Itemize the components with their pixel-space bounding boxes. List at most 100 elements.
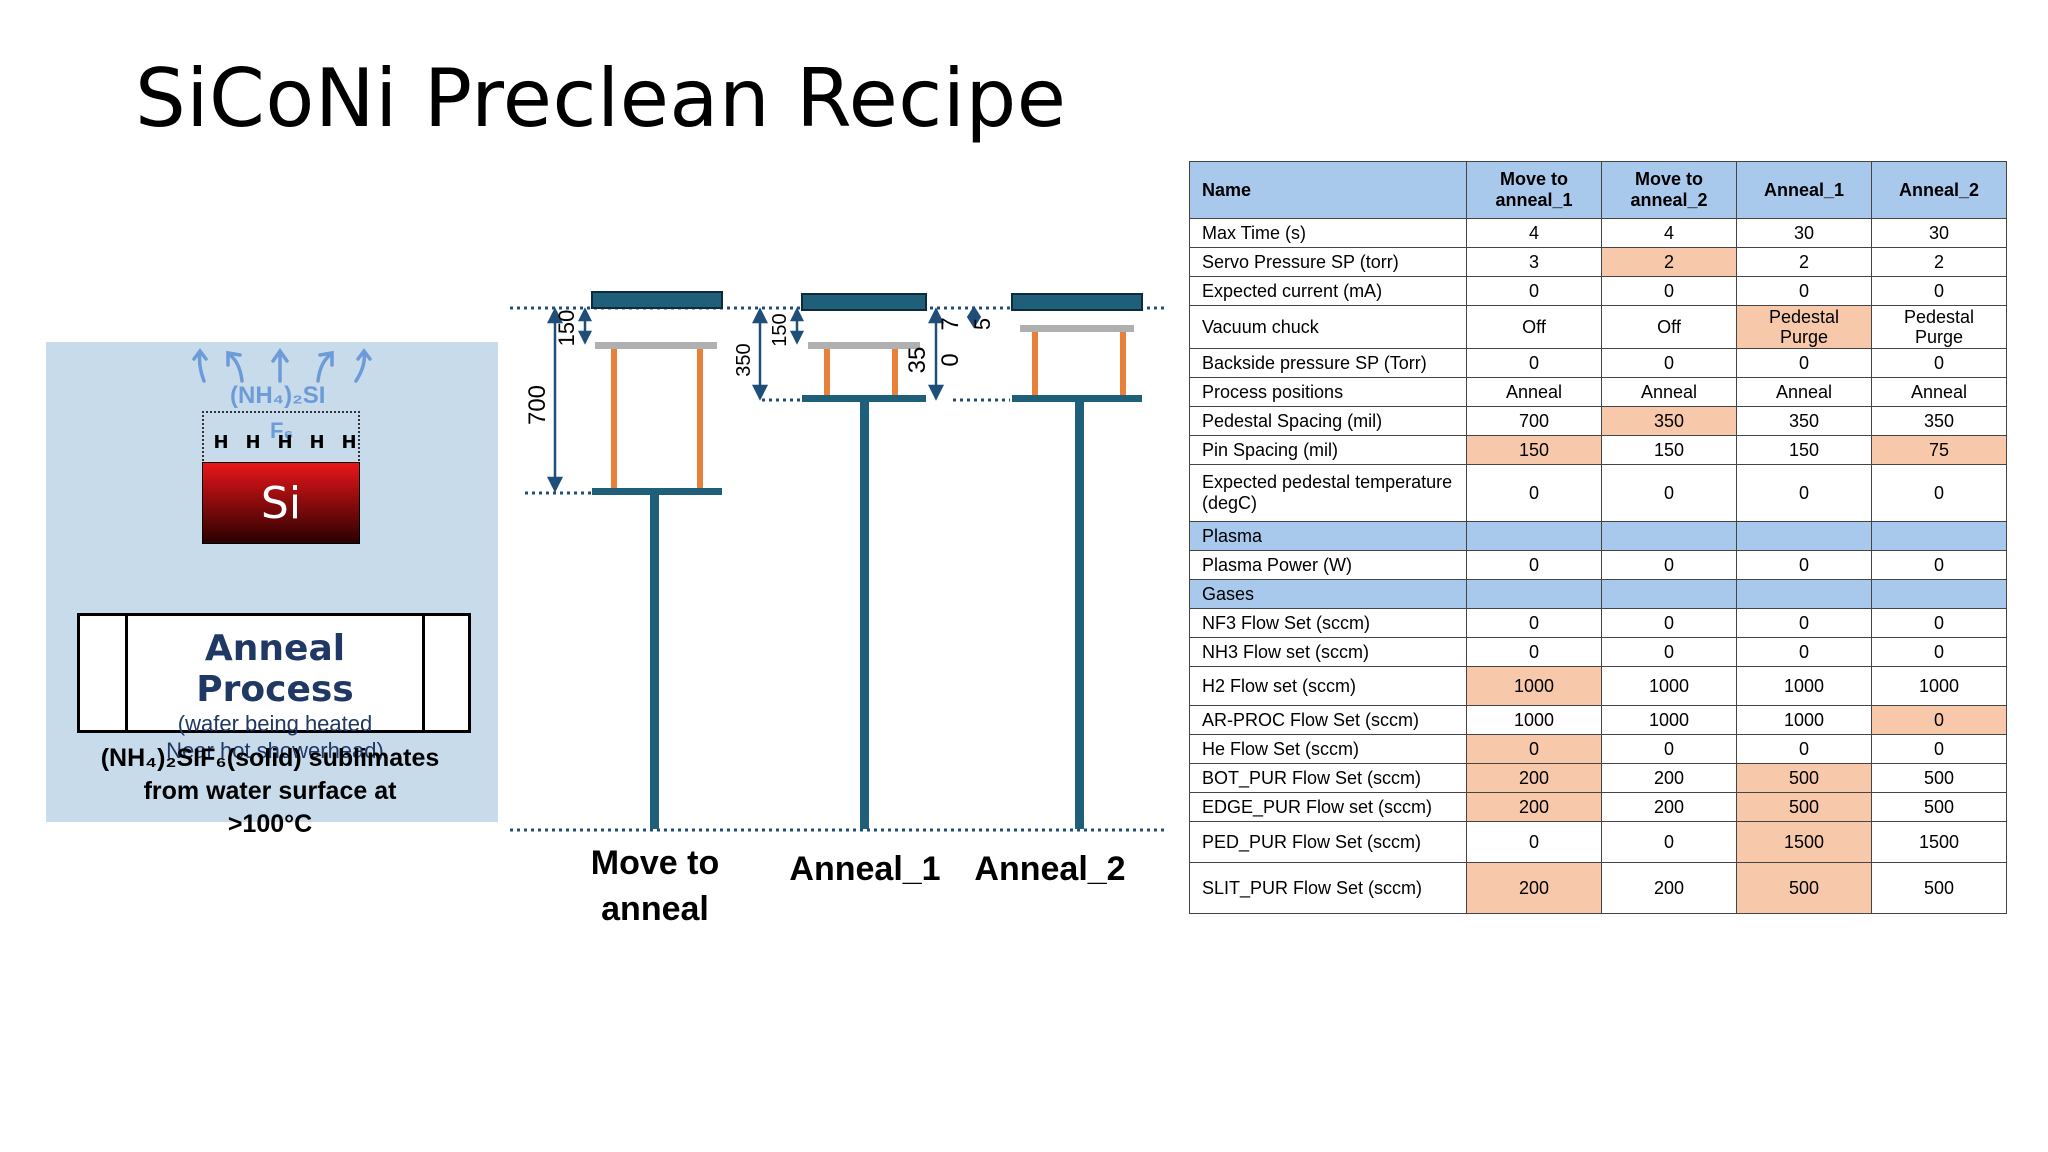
row-value: 0 (1601, 734, 1737, 764)
row-name: Process positions (1189, 377, 1467, 407)
row-value: 1000 (1736, 705, 1872, 735)
row-value: 150 (1601, 435, 1737, 465)
row-value: Anneal (1466, 377, 1602, 407)
pedestal-plate (1012, 395, 1142, 402)
row-value: 0 (1601, 348, 1737, 378)
row-value: 0 (1736, 550, 1872, 580)
row-value: 0 (1736, 734, 1872, 764)
byproduct-label-subscript: F₆ (270, 418, 294, 443)
row-name: Expected pedestal temperature (degC) (1189, 464, 1467, 522)
dim-label-350: 350 (733, 343, 755, 376)
section-empty-cell (1871, 579, 2007, 609)
row-value: 200 (1601, 763, 1737, 793)
row-value: 0 (1736, 348, 1872, 378)
lift-pin (1120, 332, 1126, 395)
row-name: Servo Pressure SP (torr) (1189, 247, 1467, 277)
sublimation-note-line3: >100°C (227, 810, 313, 838)
row-value: Off (1601, 305, 1737, 349)
header-line: anneal_2 (1630, 190, 1708, 210)
row-value: 4 (1466, 218, 1602, 248)
position-label-line1: Move to (590, 844, 720, 882)
row-value: Anneal (1871, 377, 2007, 407)
row-name: NF3 Flow Set (sccm) (1189, 608, 1467, 638)
section-label: Plasma (1189, 521, 1467, 551)
row-value: 2 (1736, 247, 1872, 277)
row-value: 1000 (1736, 666, 1872, 706)
row-value: Anneal (1736, 377, 1872, 407)
row-value: 1000 (1601, 666, 1737, 706)
row-value: 0 (1871, 550, 2007, 580)
dim-label-0: 0 (937, 353, 964, 366)
position-label-anneal-2: Anneal_2 (974, 850, 1126, 888)
pedestal-shaft (1075, 402, 1084, 829)
section-empty-cell (1601, 521, 1737, 551)
row-name: NH3 Flow set (sccm) (1189, 637, 1467, 667)
row-value: 1000 (1466, 666, 1602, 706)
row-value: 150 (1736, 435, 1872, 465)
row-value: 1500 (1871, 821, 2007, 863)
pedestal-shaft (650, 495, 659, 829)
row-value: 0 (1871, 276, 2007, 306)
hydrogen-atom: H (213, 432, 229, 453)
row-value: 200 (1466, 862, 1602, 914)
column-header-anneal-2: Anneal_2 (1871, 161, 2007, 219)
pedestal-shaft (860, 402, 869, 829)
wafer (808, 342, 920, 349)
row-value: 1000 (1601, 705, 1737, 735)
column-header-anneal-1: Anneal_1 (1736, 161, 1872, 219)
sublimation-arrows-icon (192, 347, 372, 383)
dim-label-150b: 150 (769, 313, 791, 346)
section-empty-cell (1466, 579, 1602, 609)
row-value: Anneal (1601, 377, 1737, 407)
row-value: 2 (1601, 247, 1737, 277)
row-value: 500 (1736, 792, 1872, 822)
row-value: 500 (1736, 862, 1872, 914)
row-name: He Flow Set (sccm) (1189, 734, 1467, 764)
dim-label-35: 35 (904, 347, 931, 374)
row-value: 0 (1466, 464, 1602, 522)
pedestal-plate (802, 395, 926, 402)
row-value: 0 (1736, 276, 1872, 306)
row-name: Expected current (mA) (1189, 276, 1467, 306)
row-value: 0 (1601, 821, 1737, 863)
pedestal-plate (592, 488, 722, 495)
row-value: 200 (1466, 792, 1602, 822)
row-value: 350 (1736, 406, 1872, 436)
row-value: 4 (1601, 218, 1737, 248)
row-value: 0 (1601, 608, 1737, 638)
row-value: Pedestal Purge (1736, 305, 1872, 349)
sublimation-note-line1: (NH₄)₂SIF₆(solid) sublimates (100, 744, 440, 772)
hydrogen-row: H H H H H (210, 432, 360, 453)
section-empty-cell (1871, 521, 2007, 551)
row-value: 2 (1871, 247, 2007, 277)
wafer (595, 342, 717, 349)
row-name: Plasma Power (W) (1189, 550, 1467, 580)
row-value: 0 (1871, 464, 2007, 522)
row-value: 3 (1466, 247, 1602, 277)
dim-label-7: 7 (937, 317, 964, 330)
section-empty-cell (1601, 579, 1737, 609)
table-section-row: Plasma (1189, 521, 2007, 551)
row-name: BOT_PUR Flow Set (sccm) (1189, 763, 1467, 793)
chamber-position-diagram: 700 150 350 150 35 0 7 5 (510, 291, 1165, 832)
row-value: 0 (1466, 348, 1602, 378)
row-value: 0 (1736, 464, 1872, 522)
row-name: PED_PUR Flow Set (sccm) (1189, 821, 1467, 863)
section-label: Gases (1189, 579, 1467, 609)
row-value: 0 (1466, 734, 1602, 764)
row-value: 75 (1871, 435, 2007, 465)
lift-pin (611, 349, 617, 488)
silicon-substrate: Si (202, 462, 360, 544)
byproduct-label: (NH₄)₂SI (230, 382, 326, 409)
